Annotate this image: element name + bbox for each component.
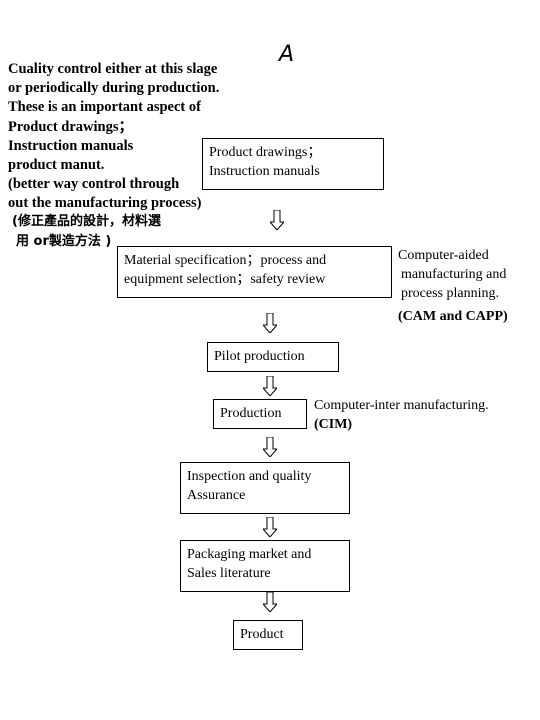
side-note-line: process planning. bbox=[401, 286, 499, 301]
side-note-line: manufacturing and bbox=[401, 267, 507, 282]
material-specification-box: Material specification；process and equip… bbox=[117, 246, 392, 298]
down-arrow-icon bbox=[270, 210, 284, 230]
chinese-note-line: (修正產品的設計，材料選 bbox=[12, 214, 161, 229]
product-box: Product bbox=[233, 620, 303, 650]
cam-capp-note: Computer-aided manufacturing and process… bbox=[398, 246, 508, 326]
inspection-quality-box: Inspection and quality Assurance bbox=[180, 462, 350, 514]
note-line: Cuality control either at this slage bbox=[8, 61, 218, 77]
side-note-line: Computer-inter manufacturing. bbox=[314, 398, 489, 413]
box-line: Product bbox=[240, 627, 284, 642]
chinese-note: (修正產品的設計，材料選 用 or製造方法 ) bbox=[12, 212, 161, 252]
product-drawings-box: Product drawings； Instruction manuals bbox=[202, 138, 384, 190]
down-arrow-icon bbox=[263, 376, 277, 396]
down-arrow-icon bbox=[263, 517, 277, 537]
box-line: Assurance bbox=[187, 488, 246, 503]
note-line: out the manufacturing process) bbox=[8, 195, 202, 212]
note-line: These is an important aspect of bbox=[8, 99, 201, 116]
note-line: Instruction manuals bbox=[8, 137, 134, 154]
box-line: Pilot production bbox=[214, 349, 305, 364]
side-note-line: Computer-aided bbox=[398, 248, 489, 263]
pilot-production-box: Pilot production bbox=[207, 342, 339, 372]
box-line: Production bbox=[220, 406, 282, 421]
side-note-line: (CAM and CAPP) bbox=[398, 309, 508, 324]
down-arrow-icon bbox=[263, 313, 277, 333]
cim-note: Computer-inter manufacturing. (CIM) bbox=[314, 396, 489, 434]
box-line: Packaging market and bbox=[187, 547, 312, 562]
down-arrow-icon bbox=[263, 592, 277, 612]
box-line: Product drawings； bbox=[209, 145, 322, 160]
box-line: Instruction manuals bbox=[209, 164, 320, 179]
box-line: Inspection and quality bbox=[187, 469, 312, 484]
box-line: equipment selection；safety review bbox=[124, 272, 326, 287]
quality-control-note: Cuality control either at this slage or … bbox=[8, 60, 219, 214]
note-line: (better way control through bbox=[8, 176, 180, 193]
down-arrow-icon bbox=[263, 437, 277, 457]
packaging-box: Packaging market and Sales literature bbox=[180, 540, 350, 592]
chinese-note-line: 用 or製造方法 ) bbox=[16, 234, 112, 249]
box-line: Sales literature bbox=[187, 566, 271, 581]
note-line: product manut. bbox=[8, 157, 105, 174]
box-line: Material specification；process and bbox=[124, 253, 327, 268]
side-note-line: (CIM) bbox=[314, 417, 353, 432]
note-line: Product drawings； bbox=[8, 118, 134, 135]
top-mark: A bbox=[279, 42, 295, 67]
note-line: or periodically during production. bbox=[8, 80, 220, 97]
production-box: Production bbox=[213, 399, 307, 429]
